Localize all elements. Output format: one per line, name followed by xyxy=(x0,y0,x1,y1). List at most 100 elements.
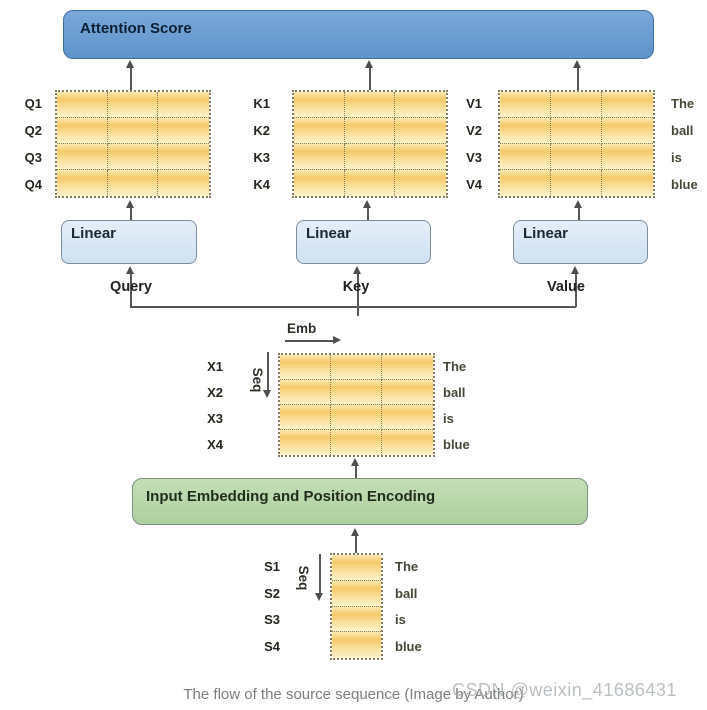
v-row-labels: V1 V2 V3 V4 xyxy=(454,90,482,198)
arrowhead-up-icon xyxy=(126,200,134,208)
matrix-cell xyxy=(332,580,381,607)
connector-branch-to-linear-key xyxy=(357,273,359,307)
matrix-cell xyxy=(551,118,602,144)
matrix-cell xyxy=(602,118,653,144)
value-label: Value xyxy=(547,279,585,295)
x-matrix xyxy=(278,353,435,457)
token-label: ball xyxy=(671,123,694,138)
linear-box-key: Linear xyxy=(296,220,431,264)
row-label: Q4 xyxy=(24,177,42,192)
k-matrix xyxy=(292,90,448,198)
row-label: S2 xyxy=(264,585,280,601)
matrix-cell xyxy=(331,405,382,430)
connector-linear-to-q xyxy=(130,207,132,220)
matrix-cell xyxy=(500,170,551,196)
key-label: Key xyxy=(342,279,370,295)
matrix-cell xyxy=(57,170,108,196)
token-label: The xyxy=(395,558,419,574)
matrix-cell xyxy=(551,92,602,118)
connector-k-to-attention xyxy=(369,67,371,90)
q-matrix xyxy=(55,90,211,198)
matrix-cell xyxy=(395,144,446,170)
matrix-cell xyxy=(107,144,159,170)
connector-branch-to-linear-query xyxy=(130,273,132,307)
connector-linear-to-k xyxy=(367,207,369,220)
arrowhead-down-icon xyxy=(315,593,323,601)
connector-embedding-to-x xyxy=(355,465,357,478)
x-row-labels: X1 X2 X3 X4 xyxy=(195,353,223,457)
attention-score-label: Attention Score xyxy=(80,20,192,37)
matrix-cell xyxy=(602,92,653,118)
row-label: S4 xyxy=(264,639,280,655)
linear-label: Linear xyxy=(71,225,117,242)
token-label: ball xyxy=(443,384,466,400)
seq-axis-arrow-s xyxy=(319,554,321,593)
arrowhead-down-icon xyxy=(263,390,271,398)
figure-caption: The flow of the source sequence (Image b… xyxy=(183,686,524,703)
matrix-cell xyxy=(331,355,382,380)
connector-linear-to-v xyxy=(578,207,580,220)
token-label: is xyxy=(395,612,406,628)
row-label: K2 xyxy=(253,123,270,138)
token-label: is xyxy=(443,410,454,426)
matrix-cell xyxy=(395,92,446,118)
row-label: X3 xyxy=(207,410,223,426)
row-label: V2 xyxy=(466,123,482,138)
matrix-cell xyxy=(57,92,108,118)
token-label: The xyxy=(671,96,695,111)
watermark-text: CSDN @weixin_41686431 xyxy=(452,680,677,700)
row-label: K4 xyxy=(253,177,270,192)
row-label: Q2 xyxy=(24,123,42,138)
matrix-cell xyxy=(331,380,382,405)
connector-q-to-attention xyxy=(130,67,132,90)
connector-v-to-attention xyxy=(577,67,579,90)
arrowhead-right-icon xyxy=(333,336,341,344)
matrix-cell xyxy=(500,92,551,118)
matrix-cell xyxy=(294,92,345,118)
token-label: blue xyxy=(395,639,422,655)
query-label: Query xyxy=(110,279,152,295)
matrix-cell xyxy=(158,144,209,170)
matrix-cell xyxy=(344,144,396,170)
seq-axis-label-s: Seq xyxy=(296,565,311,591)
arrowhead-up-icon xyxy=(365,60,373,68)
arrowhead-up-icon xyxy=(351,528,359,536)
v-matrix xyxy=(498,90,655,198)
input-embedding-box: Input Embedding and Position Encoding xyxy=(132,478,588,525)
matrix-cell xyxy=(158,92,209,118)
arrowhead-up-icon xyxy=(363,200,371,208)
row-label: K3 xyxy=(253,150,270,165)
matrix-cell xyxy=(382,355,433,380)
emb-axis-label: Emb xyxy=(287,321,317,336)
matrix-cell xyxy=(332,606,381,633)
arrowhead-up-icon xyxy=(573,60,581,68)
matrix-cell xyxy=(382,430,433,455)
branch-stem xyxy=(357,306,359,316)
matrix-cell xyxy=(344,92,396,118)
token-label: ball xyxy=(395,585,418,601)
q-row-labels: Q1 Q2 Q3 Q4 xyxy=(14,90,42,198)
matrix-cell xyxy=(551,144,602,170)
matrix-cell xyxy=(332,555,381,581)
seq-axis-arrow-x xyxy=(267,352,269,390)
connector-branch-to-linear-value xyxy=(575,273,577,307)
row-label: X2 xyxy=(207,384,223,400)
row-label: S1 xyxy=(264,558,280,574)
matrix-cell xyxy=(57,144,108,170)
arrowhead-up-icon xyxy=(574,200,582,208)
row-label: Q3 xyxy=(24,150,42,165)
linear-label: Linear xyxy=(523,225,569,242)
row-label: S3 xyxy=(264,612,280,628)
attention-score-box: Attention Score xyxy=(63,10,654,59)
arrowhead-up-icon xyxy=(351,458,359,466)
row-label: X1 xyxy=(207,358,223,374)
matrix-cell xyxy=(107,92,159,118)
arrowhead-up-icon xyxy=(353,266,361,274)
row-label: V4 xyxy=(466,177,482,192)
matrix-cell xyxy=(294,118,345,144)
matrix-cell xyxy=(395,118,446,144)
matrix-cell xyxy=(158,118,209,144)
matrix-cell xyxy=(602,170,653,196)
arrowhead-up-icon xyxy=(126,60,134,68)
